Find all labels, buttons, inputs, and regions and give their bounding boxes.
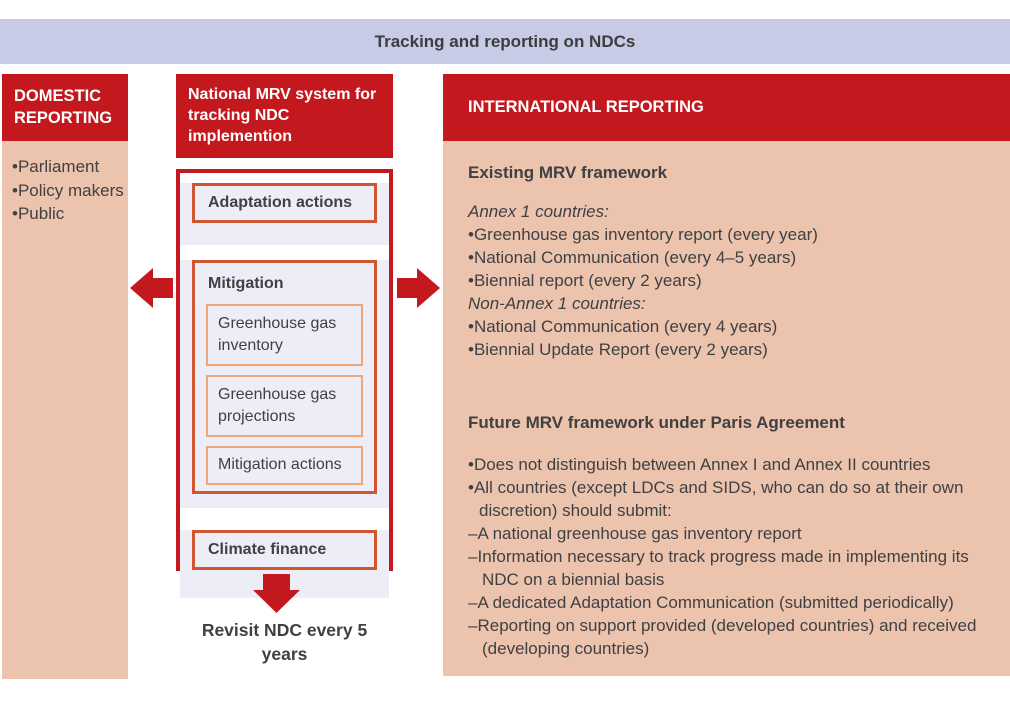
adaptation-section: Adaptation actions [180,183,389,245]
climate-finance-box: Climate finance [192,530,377,570]
future-subitem: Reporting on support provided (developed… [468,614,982,660]
section-divider [180,245,389,253]
figure-title: Tracking and reporting on NDCs [374,31,636,51]
mitigation-box: Mitigation Greenhouse gas inventory Gree… [192,260,377,494]
mitigation-label: Mitigation [208,275,284,292]
non-annex1-item: Biennial Update Report (every 2 years) [468,338,1008,361]
mitigation-actions-box: Mitigation actions [206,446,363,485]
ghg-inventory-box: Greenhouse gas inventory [206,304,363,366]
revisit-note: Revisit NDC every 5 years [201,620,368,664]
arrow-left-icon [130,268,173,308]
domestic-item: Policy makers [12,179,124,203]
existing-mrv-heading: Existing MRV framework [468,163,668,182]
mrv-system-box: Adaptation actions Mitigation Greenhouse… [176,169,393,598]
arrow-down-icon [253,574,300,613]
future-bullet: Does not distinguish between Annex I and… [468,453,1008,476]
annex1-item: Greenhouse gas inventory report (every y… [468,223,1008,246]
future-mrv-heading: Future MRV framework under Paris Agreeme… [468,413,845,432]
annex1-heading: Annex 1 countries: [468,202,609,221]
international-reporting-title: INTERNATIONAL REPORTING [468,98,704,116]
figure-title-banner: Tracking and reporting on NDCs [0,19,1010,64]
section-divider [180,508,389,516]
future-subitem: A national greenhouse gas inventory repo… [468,522,1008,545]
domestic-item: Parliament [12,155,124,179]
international-reporting-header: INTERNATIONAL REPORTING [443,74,1010,141]
mitigation-section: Mitigation Greenhouse gas inventory Gree… [180,260,389,508]
domestic-item: Public [12,202,124,226]
arrow-right-icon [397,268,440,308]
future-subitem: A dedicated Adaptation Communication (su… [468,591,1008,614]
annex1-item: Biennial report (every 2 years) [468,269,1008,292]
domestic-reporting-body: Parliament Policy makers Public [2,141,128,679]
non-annex1-heading: Non-Annex 1 countries: [468,294,646,313]
annex1-item: National Communication (every 4–5 years) [468,246,1008,269]
ghg-projections-box: Greenhouse gas projections [206,375,363,437]
future-subitem: Information necessary to track progress … [468,545,1008,591]
non-annex1-item: National Communication (every 4 years) [468,315,1008,338]
future-bullet: All countries (except LDCs and SIDS, who… [468,476,1008,522]
adaptation-actions-box: Adaptation actions [192,183,377,223]
mrv-system-header: National MRV system for tracking NDC imp… [176,74,393,158]
international-reporting-body: Existing MRV framework Annex 1 countries… [443,141,1010,676]
domestic-reporting-header: DOMESTIC REPORTING [2,74,128,141]
